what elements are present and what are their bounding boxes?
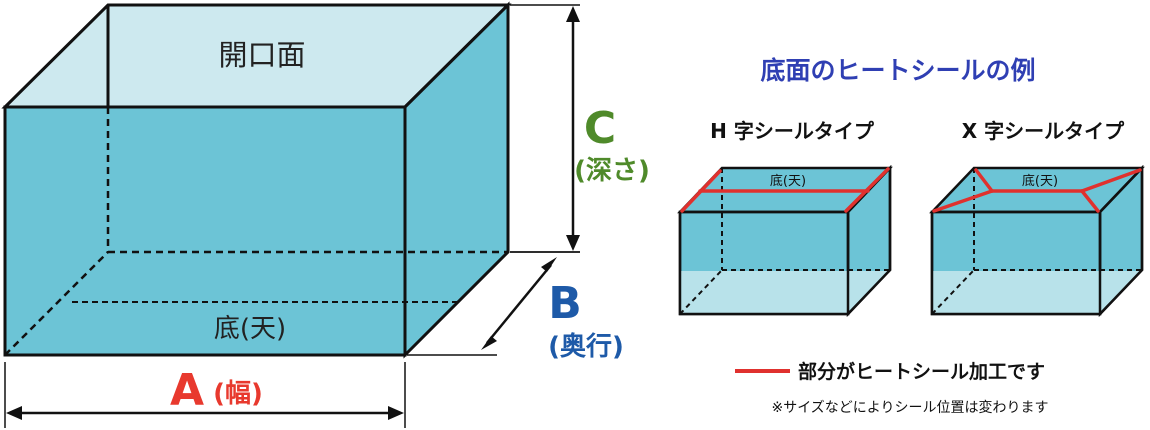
main-box-hidden-edges bbox=[4, 107, 508, 356]
dimension-b-letter: B bbox=[548, 278, 582, 329]
dimension-a-letter: A bbox=[170, 365, 204, 416]
footnote: ※サイズなどによりシール位置は変わります bbox=[771, 399, 1048, 416]
dimension-a-text: (幅) bbox=[213, 379, 263, 409]
dimension-c: C (深さ) bbox=[510, 4, 650, 253]
h-type-box: 底(天) bbox=[677, 164, 893, 318]
dimension-b: B (奥行) bbox=[407, 251, 624, 362]
dimension-b-arrow bbox=[486, 264, 552, 344]
main-box-front-face bbox=[3, 105, 407, 357]
x-type-seal-line bbox=[932, 168, 1142, 213]
x-type-box-top-label: 底(天) bbox=[1022, 173, 1058, 189]
legend: 部分がヒートシール加工です bbox=[735, 360, 1045, 383]
bottom-face-label: 底(天) bbox=[214, 314, 286, 344]
dimension-c-text: (深さ) bbox=[574, 156, 650, 186]
dimension-c-letter: C bbox=[584, 103, 616, 154]
opening-face-label: 開口面 bbox=[218, 38, 305, 72]
h-type-label: H 字シールタイプ bbox=[710, 119, 875, 143]
dimension-a: A (幅) bbox=[4, 362, 406, 428]
legend-label: 部分がヒートシール加工です bbox=[798, 360, 1045, 383]
h-type-box-top-label: 底(天) bbox=[770, 173, 806, 189]
x-type-box: 底(天) bbox=[929, 164, 1145, 318]
x-type-label: X 字シールタイプ bbox=[962, 119, 1125, 143]
examples-title: 底面のヒートシールの例 bbox=[760, 56, 1035, 85]
main-box: 開口面 底(天) bbox=[1, 1, 512, 359]
h-type-seal-line bbox=[680, 167, 890, 213]
dimension-b-text: (奥行) bbox=[548, 331, 624, 362]
